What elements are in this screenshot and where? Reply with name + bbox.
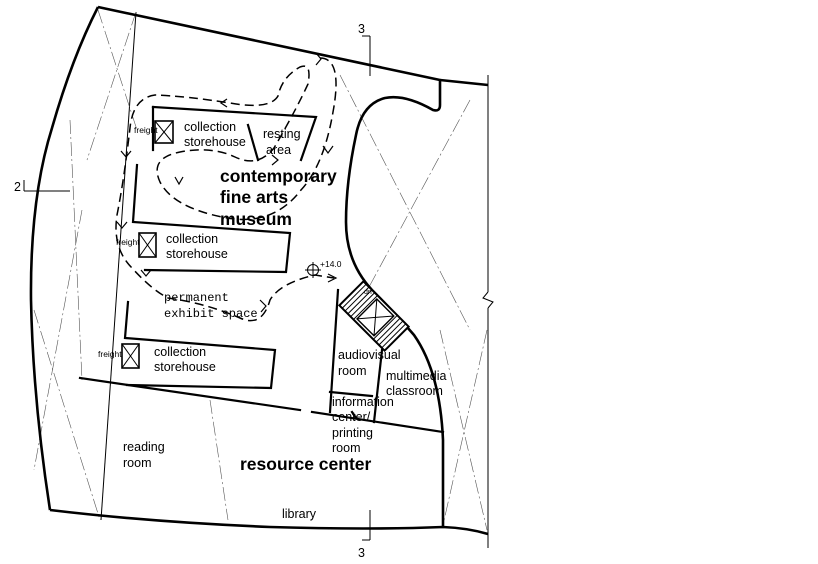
building-outline [29,5,489,536]
freight-elevator-2 [138,232,157,258]
labels: freight freight freight collection store… [98,120,450,521]
circulation-path [115,52,338,322]
museum-title: contemporary fine arts museum [220,166,342,229]
resting-area-label: resting area [263,127,304,157]
interior-walls [78,105,445,434]
construction-lines [33,9,494,548]
collection-storehouse-label-1: collection storehouse [184,120,246,149]
information-center-label: information center/ printing room [332,395,397,455]
multimedia-classroom-label: multimedia classroom [386,369,450,398]
reading-room-label: reading room [123,440,168,470]
freight-label-2: freight [116,237,140,247]
section-marker-bottom: 3 [358,510,371,560]
collection-storehouse-label-2: collection storehouse [166,232,228,261]
stair-core [337,279,411,353]
section-marker-top-label: 3 [358,22,365,36]
elevation-label: +14.0 [320,259,342,269]
permanent-exhibit-label: permanent exhibit space [164,291,258,321]
stair-dn-label: dn [364,289,372,296]
section-marker-top: 3 [358,22,371,76]
resource-center-title: resource center [240,454,372,474]
collection-storehouse-label-3: collection storehouse [154,345,216,374]
elevation-marker [305,262,321,278]
freight-elevator-3 [121,343,140,369]
section-marker-left: 2 [14,180,70,194]
section-marker-bottom-label: 3 [358,546,365,560]
audiovisual-room-label: audiovisual room [338,348,404,378]
freight-label-1: freight [134,125,158,135]
section-marker-left-label: 2 [14,180,21,194]
freight-label-3: freight [98,349,122,359]
library-label: library [282,507,317,521]
freight-elevator-1 [154,120,174,144]
